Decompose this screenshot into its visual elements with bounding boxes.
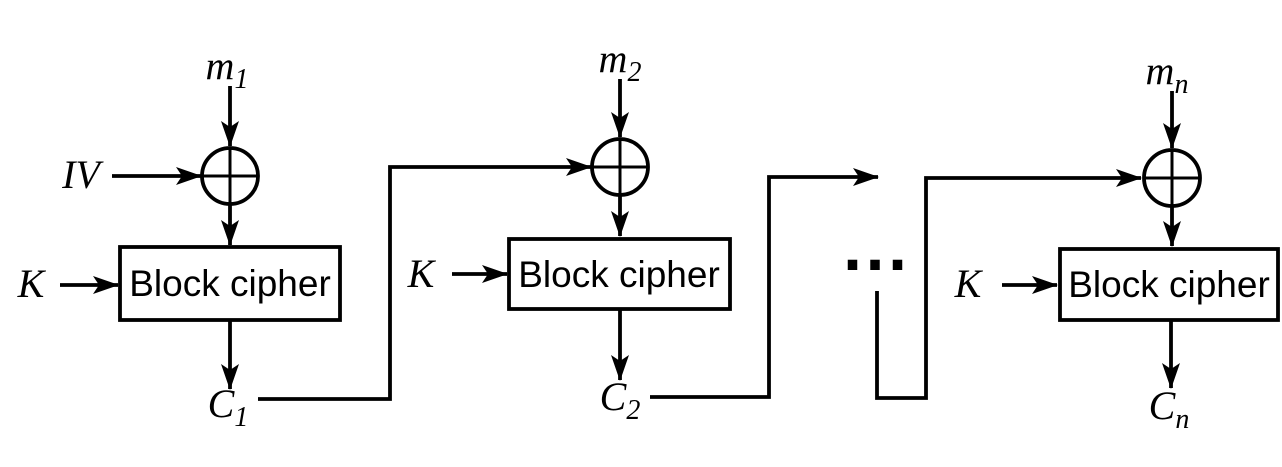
cipher-unit-2: m2 K Block cipher C2 xyxy=(407,36,879,426)
block-cipher-label-3: Block cipher xyxy=(1068,264,1270,305)
cipher-unit-1: m1 IV K Block cipher C1 xyxy=(17,43,592,433)
label-mn-base: m xyxy=(1146,48,1175,93)
label-cn-base: C xyxy=(1149,383,1177,428)
feedback-wire-ellipsis-to-xor3 xyxy=(875,169,1142,400)
label-m1-base: m xyxy=(206,43,235,88)
block-cipher-label-2: Block cipher xyxy=(518,254,720,295)
label-iv: IV xyxy=(61,152,104,197)
label-m1: m1 xyxy=(206,43,249,95)
label-key-2: K xyxy=(407,251,437,296)
label-key-1: K xyxy=(17,261,47,306)
label-m2: m2 xyxy=(599,36,642,88)
label-c1: C1 xyxy=(208,381,249,433)
label-c2-base: C xyxy=(600,374,628,419)
block-cipher-box-3 xyxy=(1058,247,1280,322)
label-mn: mn xyxy=(1146,48,1189,100)
label-cn: Cn xyxy=(1149,383,1190,435)
label-m2-base: m xyxy=(599,36,628,81)
block-cipher-label-1: Block cipher xyxy=(129,263,331,304)
label-key-3: K xyxy=(954,261,984,306)
label-m1-subscript: 1 xyxy=(234,64,248,95)
label-c1-subscript: 1 xyxy=(234,402,248,433)
feedback-wire-c2-to-ellipsis xyxy=(650,168,879,399)
cipher-unit-3: mn K Block cipher Cn xyxy=(954,48,1280,435)
ellipsis: ··· xyxy=(842,234,910,297)
label-c2-subscript: 2 xyxy=(626,395,640,426)
label-c2: C2 xyxy=(600,374,641,426)
label-cn-subscript: n xyxy=(1175,404,1189,435)
label-c1-base: C xyxy=(208,381,236,426)
label-mn-subscript: n xyxy=(1174,69,1188,100)
block-cipher-box-1 xyxy=(118,245,342,322)
feedback-wire-c1-to-xor2 xyxy=(258,158,592,401)
label-m2-subscript: 2 xyxy=(627,57,641,88)
